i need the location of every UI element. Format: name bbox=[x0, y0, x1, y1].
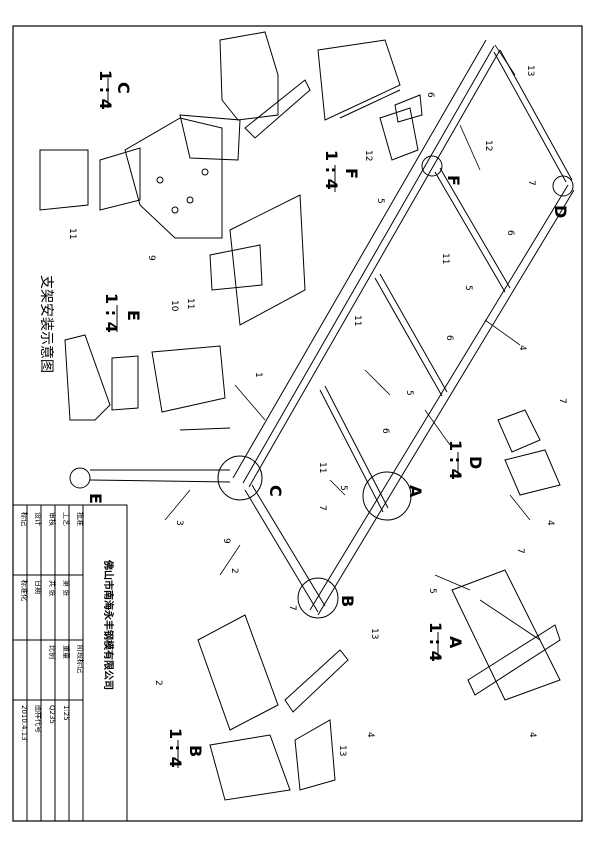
detail-d-scale: 1 : 4 bbox=[446, 440, 465, 480]
part-number-9b: 9 bbox=[221, 538, 231, 544]
part-number-11e: 11 bbox=[317, 462, 327, 473]
tb-label-13: 图样代号 bbox=[34, 705, 43, 733]
part-number-7d: 7 bbox=[515, 548, 525, 554]
part-number-7: 7 bbox=[526, 180, 536, 186]
callout-c: C bbox=[266, 485, 285, 497]
part-number-11d: 11 bbox=[352, 315, 362, 326]
detail-f-scale: 1 : 4 bbox=[322, 150, 341, 190]
detail-e-drawing bbox=[64, 334, 231, 431]
callout-a: A bbox=[406, 485, 425, 498]
drawing-title: 支架安装示意图 bbox=[38, 275, 55, 373]
tb-label-4: 工艺 bbox=[62, 512, 70, 526]
part-number-3: 3 bbox=[174, 520, 184, 526]
title-block bbox=[12, 504, 128, 822]
part-number-11b: 11 bbox=[185, 298, 195, 309]
part-number-4: 4 bbox=[517, 345, 527, 351]
detail-a-drawing bbox=[451, 569, 561, 701]
part-number-12b: 12 bbox=[363, 150, 373, 161]
callout-b: B bbox=[338, 595, 357, 607]
tb-scale: 1:25 bbox=[62, 705, 70, 721]
callout-circle-f bbox=[421, 155, 443, 177]
detail-e-scale: 1 : 4 bbox=[102, 293, 121, 333]
tb-material: Q235 bbox=[48, 705, 56, 724]
detail-b-letter: B bbox=[186, 745, 205, 757]
tb-date: 2010.4.13 bbox=[20, 705, 28, 741]
part-number-7c: 7 bbox=[557, 398, 567, 404]
detail-labels: C 1 : 4 F 1 : 4 E 1 : 4 D 1 : 4 A 1 : 4 … bbox=[96, 70, 485, 768]
callout-f: F bbox=[444, 175, 463, 186]
tb-label-11: 重量 bbox=[62, 645, 70, 659]
part-number-13c: 13 bbox=[337, 745, 347, 756]
tb-label-6: 标准化 bbox=[20, 580, 29, 601]
sheet-border bbox=[12, 25, 583, 822]
tb-label-5: 批准 bbox=[76, 512, 85, 526]
part-number-5c: 5 bbox=[338, 485, 348, 491]
tb-label-10: 阶段标记 bbox=[76, 645, 85, 673]
part-number-7e: 7 bbox=[287, 605, 297, 611]
part-number-6: 6 bbox=[505, 230, 515, 236]
detail-d-drawing bbox=[497, 409, 561, 496]
tb-label-3: 审核 bbox=[48, 512, 57, 526]
callout-circle-b bbox=[297, 577, 339, 619]
part-number-2b: 2 bbox=[153, 680, 163, 686]
detail-c-drawing bbox=[39, 31, 311, 326]
detail-a-letter: A bbox=[446, 636, 465, 649]
callout-d: D bbox=[551, 205, 570, 218]
part-number-9: 9 bbox=[146, 255, 156, 261]
part-number-1: 1 bbox=[253, 372, 263, 378]
part-number-5: 5 bbox=[463, 285, 473, 291]
leader-lines bbox=[164, 44, 531, 591]
part-number-13: 13 bbox=[525, 65, 535, 76]
callout-circles bbox=[69, 155, 574, 619]
callout-circle-c bbox=[217, 455, 263, 501]
part-number-7b: 7 bbox=[317, 505, 327, 511]
part-number-11c: 11 bbox=[440, 253, 450, 264]
part-number-4b: 4 bbox=[545, 520, 555, 526]
detail-c-scale: 1 : 4 bbox=[96, 70, 115, 110]
part-number-6b: 6 bbox=[444, 335, 454, 341]
callout-e: E bbox=[86, 493, 105, 504]
detail-b-scale: 1 : 4 bbox=[166, 728, 185, 768]
tb-label-7: 日期 bbox=[34, 580, 42, 594]
detail-c-letter: C bbox=[114, 82, 133, 94]
part-number-10: 10 bbox=[169, 300, 179, 312]
detail-e-letter: E bbox=[124, 310, 143, 321]
part-number-13b: 13 bbox=[369, 628, 379, 639]
detail-b-drawing bbox=[197, 614, 349, 801]
tb-label-8: 共 张 bbox=[48, 580, 57, 596]
callout-circle-d bbox=[552, 175, 574, 197]
callout-letters: A B C D E F bbox=[86, 175, 570, 607]
part-number-2: 2 bbox=[229, 568, 239, 574]
callout-circle-a bbox=[362, 471, 412, 521]
detail-f-letter: F bbox=[342, 168, 361, 179]
detail-a-scale: 1 : 4 bbox=[426, 622, 445, 662]
tb-label-12: 比例 bbox=[48, 645, 57, 659]
part-number-5d: 5 bbox=[375, 198, 385, 204]
part-number-5e: 5 bbox=[427, 588, 437, 594]
tb-label-1: 标记 bbox=[20, 512, 29, 526]
part-number-4d: 4 bbox=[365, 732, 375, 738]
part-number-labels: 1 2 2 3 4 4 4 4 5 5 5 5 5 6 6 6 6 7 7 7 … bbox=[67, 65, 567, 756]
part-number-6d: 6 bbox=[425, 92, 435, 98]
part-number-6c: 6 bbox=[380, 428, 390, 434]
part-number-5b: 5 bbox=[404, 390, 414, 396]
part-number-12: 12 bbox=[483, 140, 493, 151]
part-number-11: 11 bbox=[67, 228, 77, 239]
part-number-4c: 4 bbox=[527, 732, 537, 738]
detail-d-letter: D bbox=[466, 456, 485, 469]
detail-f-drawing bbox=[317, 39, 423, 161]
callout-circle-e bbox=[69, 467, 91, 489]
tb-label-2: 设计 bbox=[34, 512, 43, 526]
main-frame bbox=[89, 39, 575, 616]
company-name: 佛山市南海永丰钢模有限公司 bbox=[102, 559, 115, 690]
tb-label-9: 第 张 bbox=[62, 580, 71, 596]
